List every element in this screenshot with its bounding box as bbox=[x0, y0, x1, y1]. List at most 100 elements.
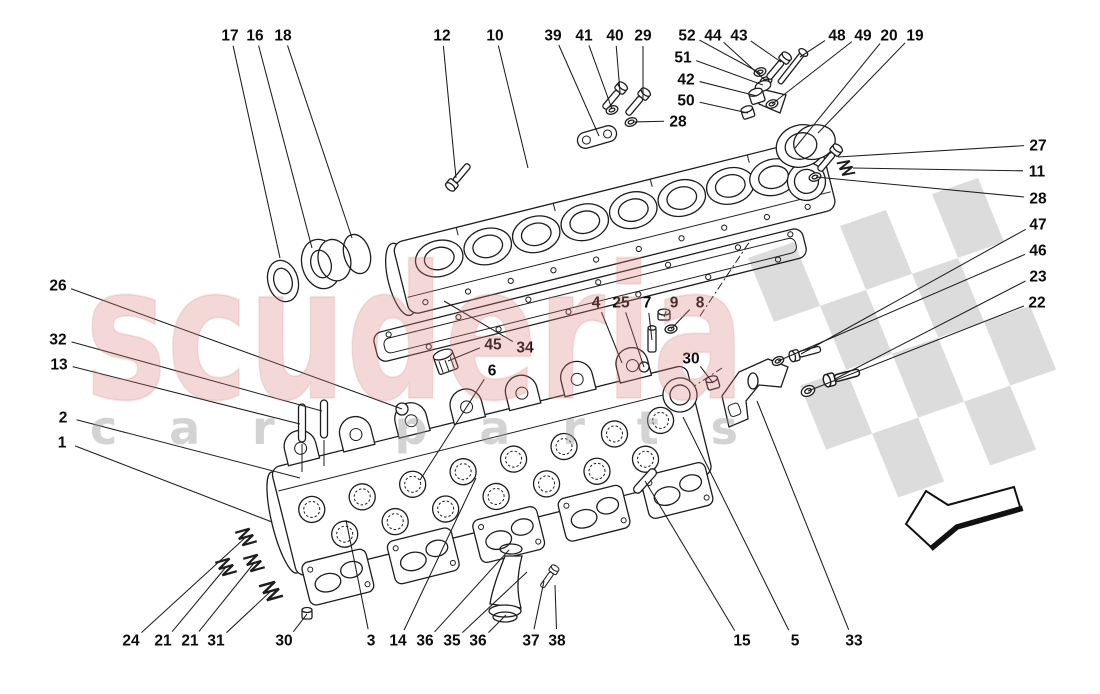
part-number-42: 42 bbox=[677, 72, 694, 89]
part-number-16: 16 bbox=[246, 28, 264, 45]
part-number-19: 19 bbox=[906, 28, 924, 45]
part-number-36: 36 bbox=[416, 633, 434, 650]
part-number-34: 34 bbox=[516, 340, 534, 357]
part-number-21: 21 bbox=[154, 633, 172, 650]
leader-line-7 bbox=[648, 312, 653, 341]
watermark-brand-text: scuderia bbox=[85, 226, 745, 442]
part-number-29: 29 bbox=[634, 28, 652, 45]
leader-line-51 bbox=[696, 60, 764, 86]
leader-line-52 bbox=[699, 39, 761, 74]
leader-line-43 bbox=[750, 40, 782, 63]
part-number-33: 33 bbox=[845, 633, 863, 650]
cover-gasket bbox=[373, 228, 807, 362]
leader-line-31 bbox=[226, 590, 272, 634]
leader-line-20 bbox=[794, 43, 881, 149]
part-number-43: 43 bbox=[730, 28, 748, 45]
part-number-3: 3 bbox=[367, 633, 376, 650]
part-number-2: 2 bbox=[59, 410, 68, 427]
nut bbox=[740, 105, 756, 120]
part-number-28: 28 bbox=[669, 114, 687, 131]
tappet-bucket bbox=[432, 348, 459, 375]
leader-line-46 bbox=[777, 253, 1026, 362]
part-number-38: 38 bbox=[548, 633, 566, 650]
leader-line-42 bbox=[699, 81, 758, 97]
leader-line-44 bbox=[723, 41, 767, 82]
stud bbox=[297, 403, 307, 472]
leader-line-28 bbox=[815, 176, 1025, 198]
leader-line-39 bbox=[558, 44, 600, 137]
part-number-51: 51 bbox=[674, 50, 692, 67]
part-number-32: 32 bbox=[49, 332, 66, 349]
part-number-47: 47 bbox=[1029, 217, 1046, 234]
leader-line-37 bbox=[533, 580, 545, 630]
part-number-50: 50 bbox=[677, 93, 694, 110]
leader-line-14 bbox=[403, 477, 477, 631]
part-number-23: 23 bbox=[1029, 269, 1047, 286]
leader-line-15 bbox=[644, 480, 736, 631]
bolt bbox=[443, 160, 474, 194]
seal-ring bbox=[266, 259, 300, 303]
leader-line-13 bbox=[72, 366, 301, 425]
leader-line-19 bbox=[817, 42, 906, 134]
part-number-27: 27 bbox=[1029, 138, 1046, 155]
part-number-14: 14 bbox=[389, 633, 407, 650]
cylinder-head bbox=[266, 343, 716, 608]
leader-line-4 bbox=[601, 311, 623, 364]
part-number-4: 4 bbox=[592, 295, 601, 312]
leader-line-30 bbox=[699, 365, 714, 384]
part-number-30: 30 bbox=[682, 351, 699, 368]
part-number-5: 5 bbox=[791, 633, 800, 650]
leader-line-32 bbox=[71, 341, 323, 412]
watermark: scuderia car parts bbox=[84, 225, 746, 455]
part-number-15: 15 bbox=[733, 633, 751, 650]
part-number-52: 52 bbox=[678, 28, 695, 45]
part-number-17: 17 bbox=[221, 28, 238, 45]
part-number-26: 26 bbox=[49, 278, 67, 295]
leader-line-50 bbox=[699, 101, 749, 114]
part-number-35: 35 bbox=[443, 633, 461, 650]
part-number-31: 31 bbox=[207, 633, 225, 650]
end-seal-rings bbox=[775, 124, 836, 168]
leader-line-34 bbox=[443, 300, 514, 343]
bolt bbox=[537, 563, 561, 591]
leader-line-25 bbox=[625, 312, 645, 368]
leader-line-48 bbox=[799, 40, 826, 58]
stud bbox=[319, 399, 329, 466]
watermark-sub-text: car parts bbox=[90, 401, 738, 455]
direction-arrow-icon bbox=[904, 485, 1024, 551]
part-number-48: 48 bbox=[828, 28, 846, 45]
part-number-46: 46 bbox=[1029, 243, 1047, 260]
part-number-44: 44 bbox=[704, 28, 722, 45]
checkered-flag-watermark bbox=[748, 177, 1057, 498]
leader-line-9 bbox=[663, 310, 667, 318]
part-number-30: 30 bbox=[275, 633, 292, 650]
leader-line-36 bbox=[434, 549, 510, 633]
leader-line-47 bbox=[800, 228, 1026, 355]
leader-line-40 bbox=[615, 45, 621, 93]
leader-line-38 bbox=[554, 584, 558, 630]
leader-line-49 bbox=[771, 41, 853, 105]
leader-line-12 bbox=[442, 45, 457, 179]
part-number-11: 11 bbox=[1029, 164, 1046, 181]
leader-line-33 bbox=[756, 400, 850, 631]
part-number-9: 9 bbox=[670, 295, 679, 312]
spring bbox=[835, 157, 857, 179]
part-number-37: 37 bbox=[522, 633, 539, 650]
part-number-10: 10 bbox=[486, 28, 503, 45]
part-number-49: 49 bbox=[854, 28, 872, 45]
leader-line-27 bbox=[837, 145, 1025, 158]
leader-line-45 bbox=[447, 347, 481, 362]
leader-line-8 bbox=[670, 309, 691, 330]
leader-line-6 bbox=[419, 378, 485, 481]
part-number-7: 7 bbox=[643, 295, 652, 312]
leader-line-10 bbox=[497, 45, 529, 169]
part-number-21: 21 bbox=[181, 633, 199, 650]
leader-line-28 bbox=[632, 120, 665, 123]
bracket bbox=[721, 358, 789, 428]
part-number-20: 20 bbox=[880, 28, 897, 45]
bolt bbox=[787, 342, 823, 364]
bolt bbox=[763, 49, 794, 83]
